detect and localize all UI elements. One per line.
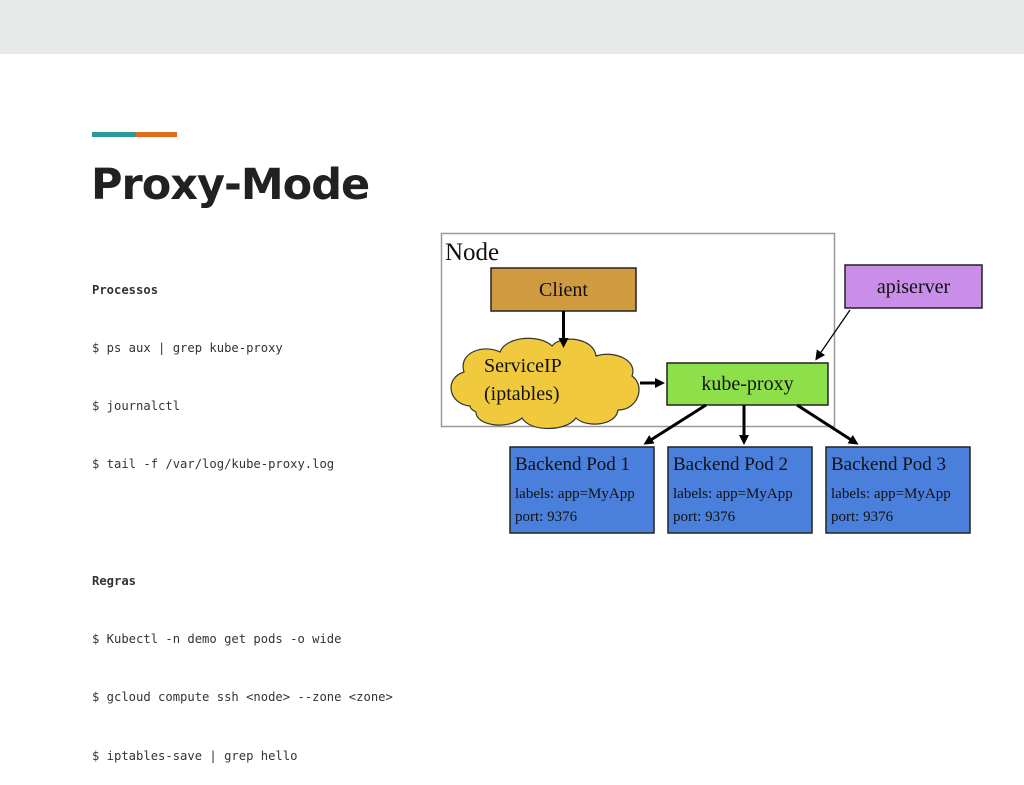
proxy-mode-diagram: Node Client ServiceIP (iptables) kube-pr…: [440, 232, 983, 534]
kube-proxy-label: kube-proxy: [701, 373, 793, 395]
apiserver-to-kube-proxy-arrow: [815, 309, 851, 361]
pod-title: Backend Pod 2: [673, 454, 788, 475]
client-box: [490, 267, 637, 312]
backend-pod-2: Backend Pod 2 labels: app=MyApp port: 93…: [667, 446, 813, 534]
pod-box: [825, 446, 971, 534]
kube-proxy-to-pod1-arrow: [643, 403, 707, 445]
accent-teal-segment: [92, 132, 136, 137]
pod-labels: labels: app=MyApp: [673, 486, 793, 502]
serviceip-cloud: [450, 337, 640, 429]
kube-proxy-to-pod3-arrow: [796, 403, 859, 445]
pod-box: [667, 446, 813, 534]
processos-heading: Processos: [92, 282, 159, 297]
pod-labels: labels: app=MyApp: [831, 486, 951, 502]
kube-proxy-box: [666, 362, 829, 406]
processos-line: $ journalctl: [92, 399, 181, 414]
processos-line: $ tail -f /var/log/kube-proxy.log: [92, 457, 335, 472]
serviceip-sublabel: (iptables): [484, 383, 560, 405]
apiserver-box: [844, 264, 983, 309]
regras-line: $ gcloud compute ssh <node> --zone <zone…: [92, 690, 393, 705]
client-label: Client: [539, 279, 588, 301]
pod-port: port: 9376: [831, 509, 894, 525]
pod-title: Backend Pod 1: [515, 454, 630, 475]
backend-pod-1: Backend Pod 1 labels: app=MyApp port: 93…: [509, 446, 655, 534]
regras-line: $ Kubectl -n demo get pods -o wide: [92, 632, 342, 647]
pod-box: [509, 446, 655, 534]
backend-pod-3: Backend Pod 3 labels: app=MyApp port: 93…: [825, 446, 971, 534]
pod-title: Backend Pod 3: [831, 454, 946, 475]
pod-port: port: 9376: [673, 509, 736, 525]
regras-line: $ iptables-save | grep hello: [92, 748, 298, 763]
node-label: Node: [445, 239, 499, 266]
apiserver-label: apiserver: [877, 276, 951, 298]
top-banner: [0, 0, 1024, 54]
slide-title: Proxy-Mode: [91, 160, 370, 210]
pod-labels: labels: app=MyApp: [515, 486, 635, 502]
serviceip-label: ServiceIP: [484, 355, 562, 377]
title-accent-bar: [92, 132, 177, 137]
pod-port: port: 9376: [515, 509, 578, 525]
processos-line: $ ps aux | grep kube-proxy: [92, 341, 283, 356]
accent-orange-segment: [136, 132, 177, 137]
